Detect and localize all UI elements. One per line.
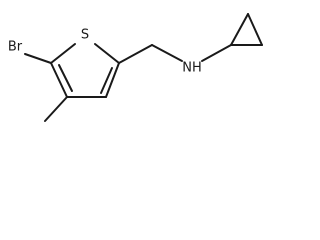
bond-n-cyclopropyl xyxy=(201,44,232,62)
atom-sulfur: S xyxy=(81,28,89,43)
atom-bromine: Br xyxy=(8,40,23,55)
atom-amine: NH xyxy=(182,61,202,76)
bond-c5-br xyxy=(24,53,52,64)
bond-s-c2 xyxy=(94,43,120,64)
chemical-structure: Br S NH xyxy=(8,13,263,122)
bond-cp-1 xyxy=(230,13,249,46)
bond-c5-s xyxy=(50,43,76,64)
bond-c2-ch2 xyxy=(118,44,153,64)
bond-cp-2 xyxy=(247,13,263,46)
bond-c4-c5 xyxy=(50,62,68,98)
cyclopropane-ring xyxy=(230,13,263,46)
bond-c4-c5-inner xyxy=(58,64,73,92)
thiophene-ring xyxy=(50,43,120,98)
bond-ch2-n xyxy=(151,44,183,62)
bond-c2-c3-inner xyxy=(100,67,113,94)
bond-c2-c3 xyxy=(105,62,120,98)
bond-c4-methyl xyxy=(44,96,68,122)
